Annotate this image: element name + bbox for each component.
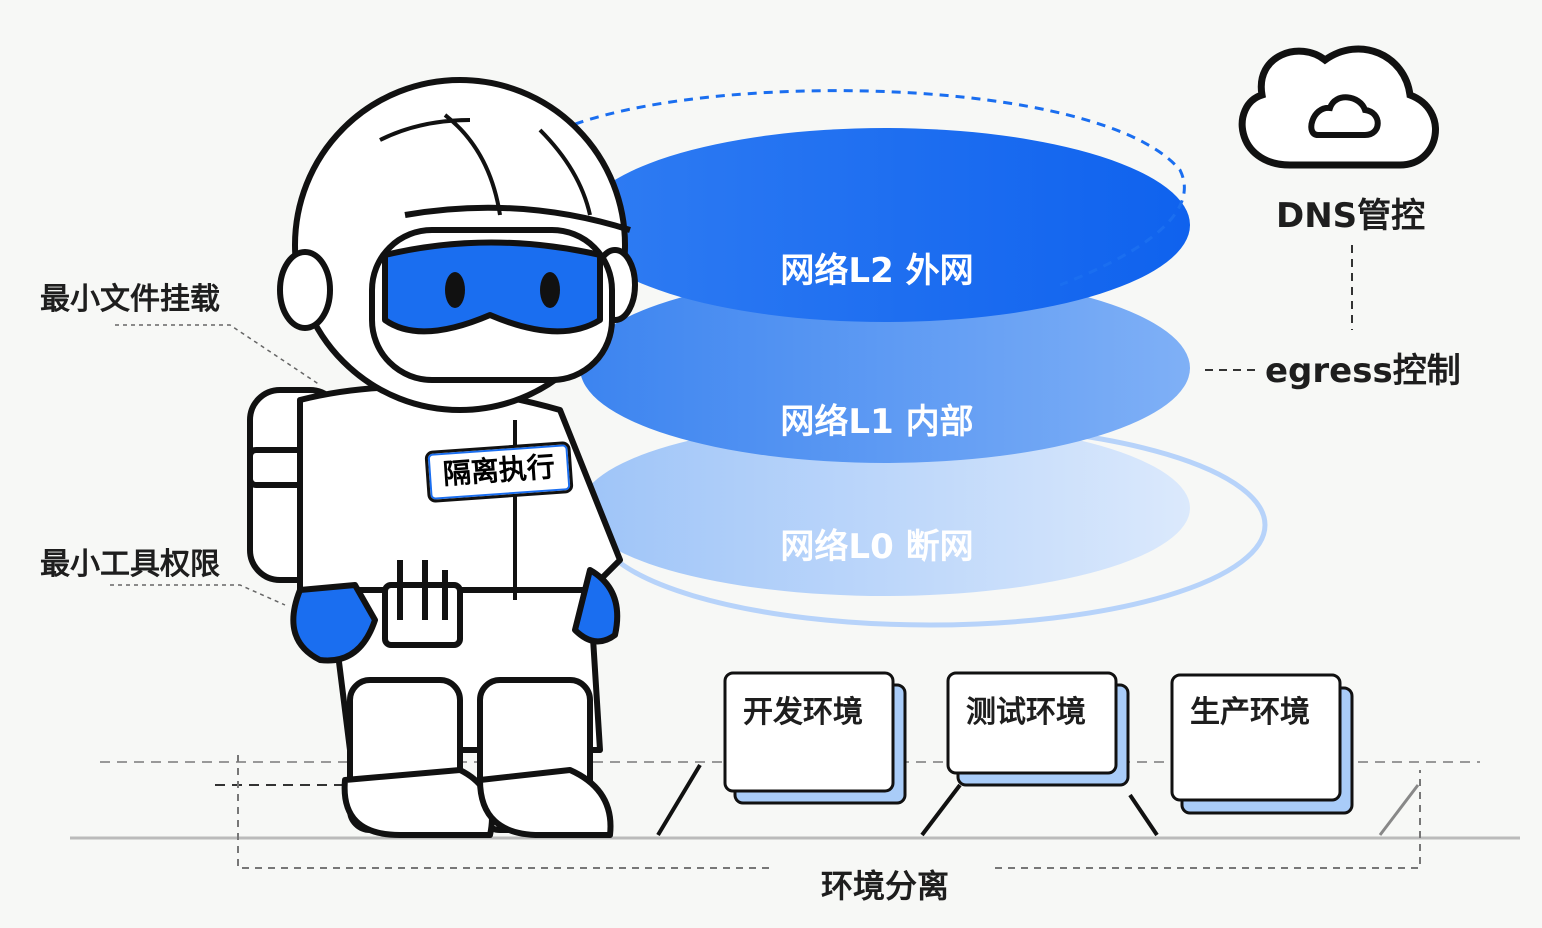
environment-separation-label: 环境分离: [815, 861, 956, 907]
layer-l1: [580, 273, 1190, 463]
isolated-execution-badge: 隔离执行: [424, 440, 574, 504]
env-boxes: [723, 671, 1354, 815]
env-prod-label: 生产环境: [1190, 695, 1310, 730]
network-layer-l0-label: 网络L0 断网: [780, 527, 974, 567]
env-dev-label: 开发环境: [743, 695, 863, 730]
egress-control-label: egress控制: [1265, 351, 1461, 391]
layer-l2: [580, 128, 1190, 322]
tool-permission-label: 最小工具权限: [40, 547, 220, 582]
dashed-boundary: [559, 89, 1186, 287]
network-layer-l2-label: 网络L2 外网: [780, 251, 974, 291]
dns-control-label: DNS管控: [1276, 196, 1426, 236]
file-mount-label: 最小文件挂载: [40, 282, 220, 317]
env-test-label: 测试环境: [966, 695, 1086, 730]
astronaut-figure: [247, 77, 638, 838]
cloud-icon: [1238, 45, 1439, 169]
network-layer-l1-label: 网络L1 内部: [780, 402, 974, 442]
layer-l0: [580, 420, 1190, 596]
